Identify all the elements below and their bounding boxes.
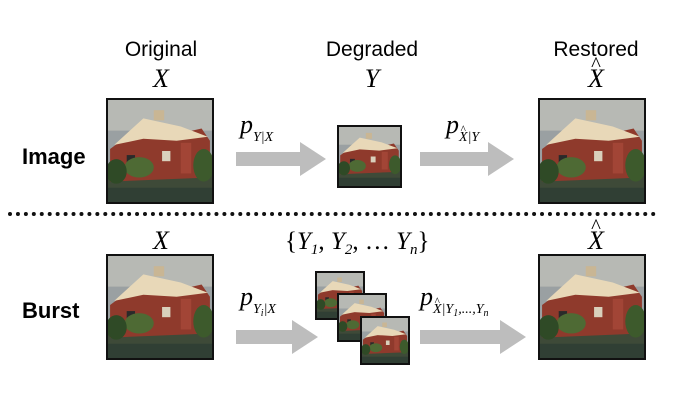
restoration-arrow-shape xyxy=(420,142,514,176)
forward-arrow-shape xyxy=(236,142,326,176)
forward-model-label: pY|X xyxy=(240,110,274,145)
restored-image xyxy=(538,98,646,204)
burst-original-image xyxy=(106,254,214,360)
restoration-arrow xyxy=(420,142,514,176)
image-row-label: Image xyxy=(22,144,86,169)
original-image xyxy=(106,98,214,204)
burst-frame-3 xyxy=(360,316,410,365)
degraded-symbol: Y xyxy=(364,64,380,93)
burst-observations-set: {Y1, Y2, … Yn} xyxy=(285,228,430,258)
burst-original-symbol: X xyxy=(153,226,169,255)
burst-restoration-arrow-shape xyxy=(420,320,526,354)
burst-forward-model-label: pYi|X xyxy=(240,282,276,319)
original-label: Original xyxy=(124,38,198,61)
restored-label: Restored xyxy=(553,38,639,61)
burst-forward-arrow-shape xyxy=(236,320,318,354)
burst-forward-arrow xyxy=(236,320,318,354)
posterior-label: pX|Y xyxy=(446,110,479,146)
degraded-label: Degraded xyxy=(325,38,419,61)
restored-symbol: X xyxy=(526,64,666,94)
burst-posterior-label: pX|Y1,...,Yn xyxy=(420,282,489,319)
burst-restoration-arrow xyxy=(420,320,526,354)
burst-row-label: Burst xyxy=(22,298,80,323)
original-symbol: X xyxy=(153,64,169,93)
forward-arrow xyxy=(236,142,326,176)
burst-restored-image xyxy=(538,254,646,360)
burst-restored-symbol: X xyxy=(526,226,666,256)
degraded-image xyxy=(337,125,402,188)
row-divider xyxy=(8,212,656,216)
